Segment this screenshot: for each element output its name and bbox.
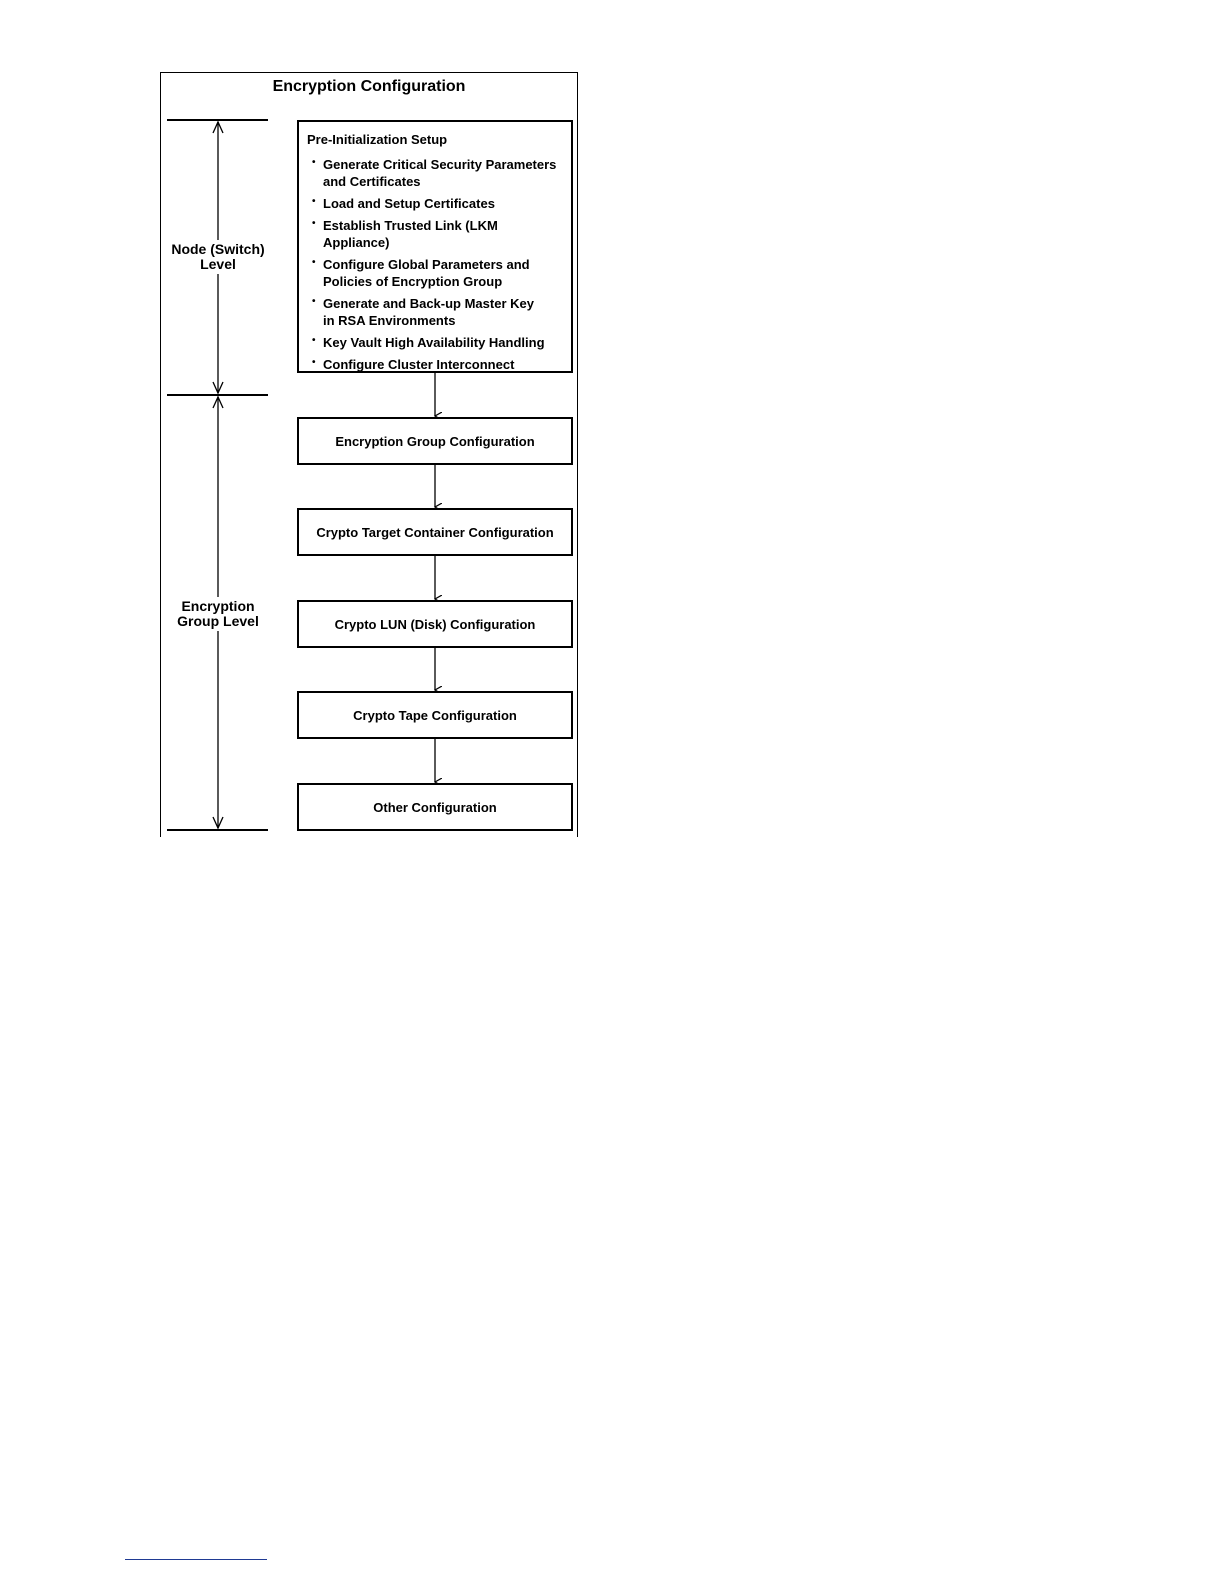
pre-initialization-list: Generate Critical Security Parameters an…: [307, 154, 563, 373]
step-other-configuration: Other Configuration: [297, 783, 573, 831]
list-item-line: Configure Global Parameters and: [323, 257, 530, 272]
node-level-arrow-head-down: [212, 381, 224, 395]
list-item-line: Configure Cluster Interconnect: [323, 357, 515, 372]
node-level-label-line-1: Node (Switch): [171, 241, 265, 257]
list-item: Establish Trusted Link (LKM Appliance): [307, 215, 563, 251]
list-item: Configure Global Parameters and Policies…: [307, 254, 563, 290]
group-level-arrow-head-down: [212, 816, 224, 830]
node-level-label: Node (Switch) Level: [162, 240, 274, 274]
group-level-label: Encryption Group Level: [166, 597, 270, 631]
list-item-line: Load and Setup Certificates: [323, 196, 495, 211]
group-level-label-line-1: Encryption: [181, 598, 255, 614]
list-item-line: Generate Critical Security Parameters: [323, 157, 557, 172]
list-item-line: Policies of Encryption Group: [323, 274, 503, 289]
step-encryption-group-configuration: Encryption Group Configuration: [297, 417, 573, 465]
list-item-line: Establish Trusted Link (LKM Appliance): [323, 218, 498, 250]
list-item-line: and Certificates: [323, 174, 421, 189]
step-crypto-target-container-configuration: Crypto Target Container Configuration: [297, 508, 573, 556]
pre-initialization-box: Pre-Initialization Setup Generate Critic…: [297, 120, 573, 373]
list-item: Configure Cluster Interconnect: [307, 354, 563, 373]
node-level-label-line-2: Level: [200, 256, 236, 272]
step-crypto-lun-configuration: Crypto LUN (Disk) Configuration: [297, 600, 573, 648]
list-item: Generate and Back-up Master Key in RSA E…: [307, 293, 563, 329]
list-item: Key Vault High Availability Handling: [307, 332, 563, 351]
step-crypto-tape-configuration: Crypto Tape Configuration: [297, 691, 573, 739]
group-level-label-line-2: Group Level: [177, 613, 259, 629]
figure-frame: [160, 72, 578, 837]
list-item-line: Generate and Back-up Master Key: [323, 296, 534, 311]
figure-title: Encryption Configuration: [272, 78, 466, 95]
list-item-line: Key Vault High Availability Handling: [323, 335, 545, 350]
list-item: Load and Setup Certificates: [307, 193, 563, 212]
list-item-line: in RSA Environments: [323, 313, 456, 328]
pre-initialization-title: Pre-Initialization Setup: [307, 132, 448, 147]
footnote-rule: [125, 1559, 267, 1560]
list-item: Generate Critical Security Parameters an…: [307, 154, 563, 190]
